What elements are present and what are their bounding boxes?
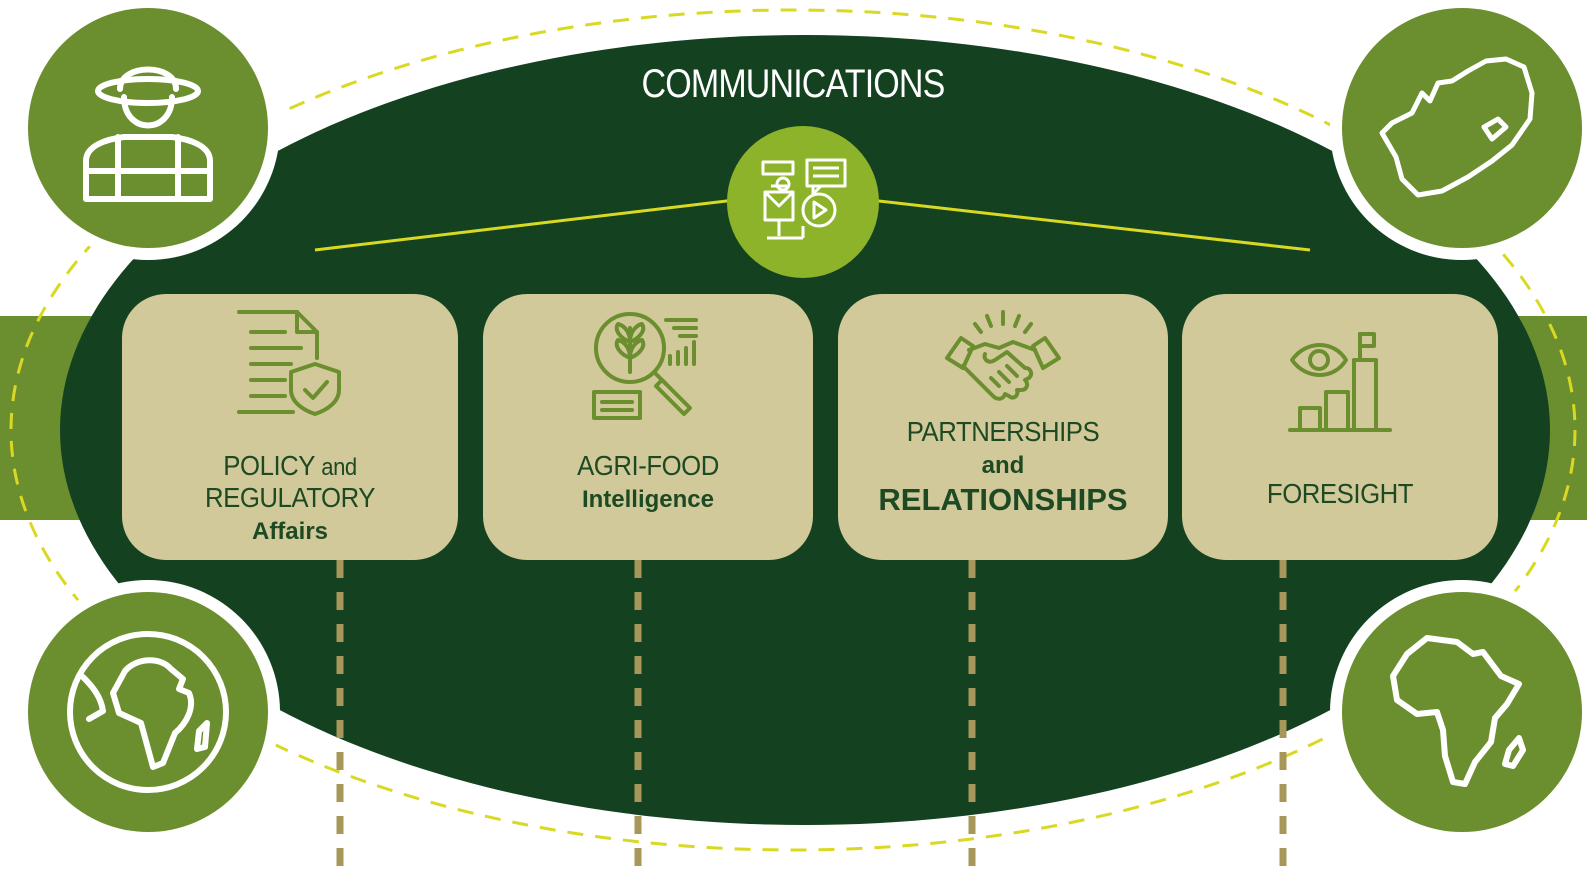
partnerships-title: PARTNERSHIPS — [906, 416, 1100, 447]
policy-document-shield-icon — [237, 310, 341, 416]
partnerships-subtitle: RELATIONSHIPS — [878, 482, 1128, 517]
africa-circle — [1342, 592, 1582, 832]
handshake-icon — [945, 310, 1061, 401]
foresight-eye-chart-icon — [1288, 332, 1392, 432]
communications-media-icon — [761, 158, 847, 240]
policy-subtitle: Affairs — [251, 518, 329, 545]
partnerships-and: and — [981, 452, 1025, 479]
outer-dashed-ring — [9, 8, 1577, 852]
farmer-circle — [28, 8, 268, 248]
south-africa-map-icon — [1379, 56, 1535, 198]
pillar-card-partnerships: PARTNERSHIPS and RELATIONSHIPS — [838, 294, 1168, 560]
south-africa-circle — [1342, 8, 1582, 248]
pillar-card-agrifood: AGRI-FOOD Intelligence — [483, 294, 813, 560]
farmer-icon — [83, 66, 213, 202]
world-circle — [28, 592, 268, 832]
hub-connector-right — [869, 198, 1311, 252]
policy-title: POLICY and REGULATORY — [204, 450, 376, 513]
agrifood-subtitle: Intelligence — [581, 486, 715, 513]
pillar-card-foresight: FORESIGHT — [1182, 294, 1498, 560]
communications-hub — [727, 126, 879, 278]
agrifood-title: AGRI-FOOD — [577, 450, 719, 481]
foresight-title: FORESIGHT — [1266, 478, 1414, 509]
hub-connector-left — [314, 198, 736, 252]
diagram-title: COMMUNICATIONS — [641, 62, 946, 106]
globe-icon — [67, 631, 229, 793]
pillar-card-policy: POLICY and REGULATORY Affairs — [122, 294, 458, 560]
pillar-dashed-lines — [336, 560, 1287, 879]
agri-research-magnifier-icon — [592, 312, 698, 420]
africa-map-icon — [1390, 635, 1526, 787]
